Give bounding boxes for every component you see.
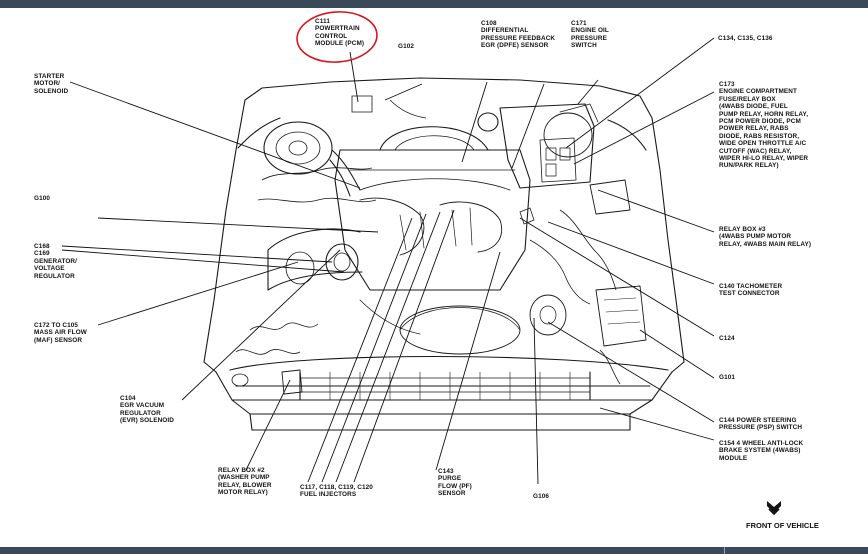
label-c143-pf-sensor: C143 PURGE FLOW (PF) SENSOR: [438, 468, 472, 498]
label-c108-dpfe: C108 DIFFERENTIAL PRESSURE FEEDBACK EGR …: [481, 20, 556, 50]
label-c171-oil-pressure: C171 ENGINE OIL PRESSURE SWITCH: [571, 20, 609, 50]
label-c173-fuse-relay-box: C173 ENGINE COMPARTMENT FUSE/RELAY BOX (…: [719, 81, 809, 170]
bottom-window-bar: [0, 547, 868, 554]
engine-drawing: [203, 77, 685, 431]
label-relay-box-2: RELAY BOX #2 (WASHER PUMP RELAY, BLOWER …: [218, 467, 272, 497]
label-g101: G101: [719, 374, 736, 381]
front-of-vehicle-label: FRONT OF VEHICLE: [746, 521, 819, 530]
label-c117-injectors: C117, C118, C119, C120 FUEL INJECTORS: [300, 484, 373, 499]
label-c134-c136: C134, C135, C136: [718, 35, 773, 42]
label-c172-maf: C172 TO C105 MASS AIR FLOW (MAF) SENSOR: [34, 322, 87, 344]
front-arrow-icon: [767, 501, 781, 516]
label-c154-4wabs: C154 4 WHEEL ANTI-LOCK BRAKE SYSTEM (4WA…: [719, 440, 804, 462]
label-c111-pcm: C111 POWERTRAIN CONTROL MODULE (PCM): [315, 18, 365, 48]
label-g102: G102: [398, 43, 415, 50]
label-relay-box-3: RELAY BOX #3 (4WABS PUMP MOTOR RELAY, 4W…: [719, 226, 812, 248]
leader-lines: [61, 37, 715, 485]
label-g106: G106: [533, 493, 550, 500]
pcm-highlight-circle: [296, 11, 378, 63]
top-window-bar: [0, 0, 868, 8]
label-c144-psp: C144 POWER STEERING PRESSURE (PSP) SWITC…: [719, 417, 803, 432]
label-c124: C124: [719, 335, 735, 342]
label-c140-tach: C140 TACHOMETER TEST CONNECTOR: [719, 283, 783, 298]
wiring-harness: [235, 95, 621, 385]
label-starter-motor: STARTER MOTOR/ SOLENOID: [34, 73, 69, 95]
label-c168-generator: C168 C169 GENERATOR/ VOLTAGE REGULATOR: [34, 243, 78, 280]
bottom-bar-divider: [724, 547, 725, 554]
label-g100: G100: [34, 195, 51, 202]
label-c104-evr: C104 EGR VACUUM REGULATOR (EVR) SOLENOID: [120, 395, 174, 425]
